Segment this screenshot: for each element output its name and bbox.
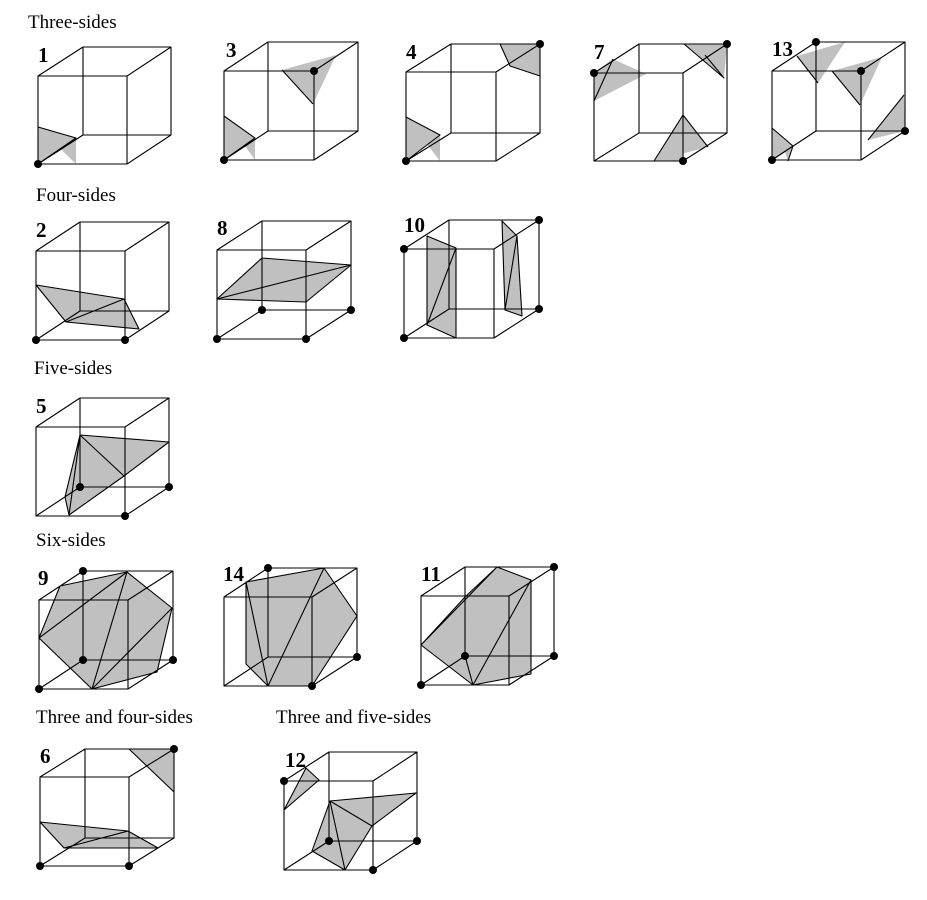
shaded-triangle: [284, 768, 319, 810]
vertex-dot: [213, 335, 221, 343]
vertex-dot: [34, 160, 42, 168]
vertex-dot: [461, 652, 469, 660]
section-label-four-sides: Four-sides: [36, 185, 116, 206]
case-number-14: 14: [223, 562, 244, 586]
vertex-dot: [857, 67, 865, 75]
vertex-dot: [413, 837, 421, 845]
shaded-triangle: [282, 55, 336, 104]
vertex-dot: [32, 336, 40, 344]
case-number-6: 6: [40, 744, 51, 768]
shaded-quad: [36, 285, 139, 329]
vertex-dot: [258, 306, 266, 314]
vertex-dot: [308, 682, 316, 690]
vertex-dot: [400, 334, 408, 342]
vertex-dot: [125, 862, 133, 870]
vertex-dot: [550, 652, 558, 660]
vertex-dot: [417, 681, 425, 689]
shaded-triangle: [500, 44, 540, 76]
vertex-dot: [901, 127, 909, 135]
shaded-triangle: [832, 57, 882, 105]
case-number-4: 4: [406, 40, 417, 64]
vertex-dot: [264, 564, 272, 572]
vertex-dot: [679, 157, 687, 165]
case-number-9: 9: [38, 566, 49, 590]
shaded-triangle: [224, 116, 255, 160]
vertex-dot: [400, 245, 408, 253]
vertex-dot: [302, 335, 310, 343]
vertex-dot: [536, 40, 544, 48]
vertex-dot: [35, 685, 43, 693]
vertex-dot: [280, 777, 288, 785]
vertex-dot: [36, 862, 44, 870]
shaded-triangle: [406, 117, 440, 161]
vertex-dot: [310, 67, 318, 75]
vertex-dot: [768, 156, 776, 164]
vertex-dot: [79, 567, 87, 575]
vertex-dot: [165, 483, 173, 491]
cube-edges: [223, 41, 359, 161]
section-label-three-and-four-sides: Three and four-sides: [36, 707, 193, 728]
case-number-7: 7: [594, 40, 605, 64]
cube-edges: [37, 46, 172, 165]
vertex-dot: [325, 837, 333, 845]
vertex-dot: [169, 656, 177, 664]
vertex-dot: [347, 306, 355, 314]
vertex-dot: [535, 305, 543, 313]
vertex-dot: [121, 336, 129, 344]
vertex-dot: [590, 69, 598, 77]
vertex-dot: [220, 156, 228, 164]
case-number-8: 8: [217, 216, 228, 240]
cube-edges: [405, 43, 541, 162]
vertex-dot: [170, 745, 178, 753]
vertex-dot: [550, 563, 558, 571]
vertex-dot: [353, 653, 361, 661]
case-number-1: 1: [38, 43, 49, 67]
case-number-13: 13: [772, 37, 793, 61]
vertex-dot: [121, 512, 129, 520]
vertex-dot: [812, 38, 820, 46]
case-number-11: 11: [421, 562, 441, 586]
vertex-dot: [76, 483, 84, 491]
shaded-triangle: [797, 42, 845, 83]
shaded-triangle: [594, 59, 646, 101]
section-label-five-sides: Five-sides: [34, 358, 113, 379]
shaded-pentagon: [65, 435, 169, 515]
case-number-10: 10: [404, 213, 425, 237]
section-label-six-sides: Six-sides: [36, 530, 106, 551]
case-number-12: 12: [285, 748, 306, 772]
case-number-3: 3: [226, 38, 237, 62]
case-number-2: 2: [36, 218, 47, 242]
case-number-5: 5: [36, 394, 47, 418]
vertex-dot: [402, 157, 410, 165]
vertex-dot: [369, 866, 377, 874]
section-label-three-sides: Three-sides: [28, 12, 117, 33]
vertex-dot: [79, 656, 87, 664]
vertex-dot: [723, 40, 731, 48]
section-label-three-and-five-sides: Three and five-sides: [276, 707, 432, 728]
vertex-dot: [535, 216, 543, 224]
shaded-triangle: [38, 127, 76, 164]
